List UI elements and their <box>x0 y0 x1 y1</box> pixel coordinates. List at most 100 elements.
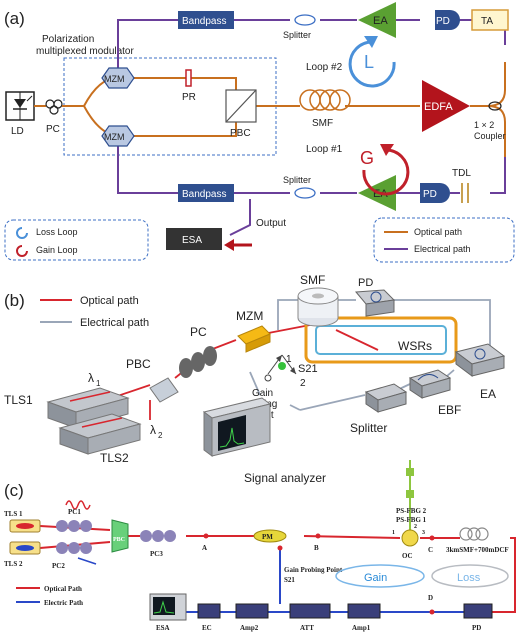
pbc-c: PBC <box>111 519 129 553</box>
ld-label: LD <box>11 126 24 137</box>
esa-c: ESA <box>149 593 187 632</box>
oc-c: OC 1 2 3 <box>392 524 425 560</box>
pbc-b-label: PBC <box>126 357 151 371</box>
pd-b-label: PD <box>358 277 373 289</box>
att-c-label: ATT <box>300 624 314 632</box>
legend-gain-label: Gain Loop <box>36 245 78 255</box>
tdl-label: TDL <box>452 168 471 179</box>
panel-a: (a) Polarization multiplexed modulator T… <box>4 2 515 263</box>
pc3-c: PC3 <box>140 530 176 558</box>
loop-1-icon: G Loop #1 <box>306 144 410 196</box>
legend-electrical-a: Electrical path <box>414 244 471 254</box>
output-arrow <box>224 239 252 251</box>
mzm-top-label: MZM <box>104 74 125 84</box>
splitter-top: Splitter <box>283 14 316 40</box>
splitter-bottom-label: Splitter <box>283 175 311 185</box>
smf-spool-b: SMF <box>297 273 339 327</box>
tls1-b-label: TLS1 <box>4 393 33 407</box>
tls2-b-label: TLS2 <box>100 451 129 465</box>
tls1-c-label: TLS 1 <box>4 510 23 518</box>
esa-a: ESA <box>166 228 222 250</box>
bandpass-bottom: Bandpass <box>178 184 234 202</box>
mzm-bottom-label: MZM <box>104 132 125 142</box>
loop1-label: Loop #1 <box>306 144 343 155</box>
splitter-top-label: Splitter <box>283 30 311 40</box>
bandpass-top-label: Bandpass <box>182 16 226 27</box>
s21-b-label: S21 <box>298 363 318 375</box>
electrical-paths-c <box>186 548 464 613</box>
coupler-label-2: Coupler <box>474 131 506 141</box>
lambda2-sub: 2 <box>158 431 163 440</box>
legend-electrical-b: Electrical path <box>80 317 149 329</box>
node-b: B <box>314 544 319 552</box>
loop-2-icon: L Loop #2 <box>306 36 396 88</box>
pbc-c-label: PBC <box>113 537 125 543</box>
panel-b-label: (b) <box>4 291 25 310</box>
panel-c-label: (c) <box>4 481 24 500</box>
pc-b: PC <box>179 325 217 378</box>
pd-bottom: PD <box>420 183 450 203</box>
pd-bottom-label: PD <box>423 189 437 200</box>
pc2-c: PC2 <box>52 542 97 570</box>
wsr-racetrack: WSRs <box>304 316 458 364</box>
lambda2-label: λ <box>150 423 156 437</box>
oc-port2: 2 <box>414 524 417 530</box>
mzm-b-label: MZM <box>236 309 263 323</box>
fiber-label: 3kmSMF+700mDCF <box>446 546 509 554</box>
ea-top-label: EA <box>373 15 388 27</box>
node-c: C <box>428 546 433 554</box>
signal-analyzer: Signal analyzer <box>202 397 326 485</box>
ta-label: TA <box>481 16 493 27</box>
ebf-b-label: EBF <box>438 403 461 417</box>
oc-port1: 1 <box>392 530 395 536</box>
port1-b: 1 <box>286 354 292 365</box>
loss-letter: L <box>364 52 374 72</box>
polarization-controller-a: PC <box>45 99 63 135</box>
panel-b: (b) Optical path Electrical path WSRs <box>4 273 506 485</box>
lambda1-sub: 1 <box>96 379 101 388</box>
pd-top-label: PD <box>436 16 450 27</box>
pc-label-a: PC <box>46 124 60 135</box>
splitter-b: Splitter <box>350 383 408 435</box>
s21-c-label: S21 <box>284 576 295 584</box>
pd-b: PD <box>354 277 396 317</box>
ec-c-label: EC <box>202 624 212 632</box>
pbc-b: PBC <box>126 357 179 403</box>
output-label: Output <box>256 218 286 229</box>
legend-optical-c: Optical Path <box>44 585 82 593</box>
gain-letter: G <box>360 148 374 168</box>
oc-c-label: OC <box>402 552 413 560</box>
ta: TA <box>471 9 509 31</box>
bandpass-bottom-label: Bandpass <box>182 189 226 200</box>
smf-b-label: SMF <box>300 273 325 287</box>
legend-loops: Loss Loop Gain Loop <box>4 219 149 261</box>
bandpass-top: Bandpass <box>178 11 234 29</box>
pm-c-label: PM <box>262 533 273 541</box>
legend-paths-a: Optical path Electrical path <box>373 217 515 263</box>
legend-optical-b: Optical path <box>80 295 139 307</box>
gain-probe-c-label: Gain Probing Point <box>284 566 343 574</box>
pc1-c: PC1 <box>56 500 92 532</box>
mzm-top: MZM <box>101 67 135 89</box>
port2-b: 2 <box>300 378 306 389</box>
legend-optical-a: Optical path <box>414 227 462 237</box>
ec-c: EC <box>197 603 221 632</box>
polarization-rotator: PR <box>182 69 196 103</box>
loss-label-c: Loss <box>457 572 481 584</box>
oc-port3: 3 <box>422 530 425 536</box>
gain-probe-b-1: Gain <box>252 388 273 399</box>
amp1-c-label: Amp1 <box>352 624 371 632</box>
legend-loss-label: Loss Loop <box>36 227 78 237</box>
amp2-c: Amp2 <box>235 603 269 632</box>
coupler: 1 × 2 Coupler <box>474 101 506 141</box>
edfa-label: EDFA <box>424 101 453 113</box>
psfbg1-label: PS-FBG 1 <box>396 516 427 524</box>
splitter-b-label: Splitter <box>350 421 387 435</box>
coupler-label-1: 1 × 2 <box>474 120 494 130</box>
pd-top: PD <box>435 10 460 30</box>
pm-c: PM <box>253 529 287 543</box>
tls1-c: TLS 1 <box>4 510 41 533</box>
laser-diode: LD <box>5 91 35 137</box>
esa-a-label: ESA <box>182 235 202 246</box>
esa-c-label: ESA <box>156 624 170 632</box>
